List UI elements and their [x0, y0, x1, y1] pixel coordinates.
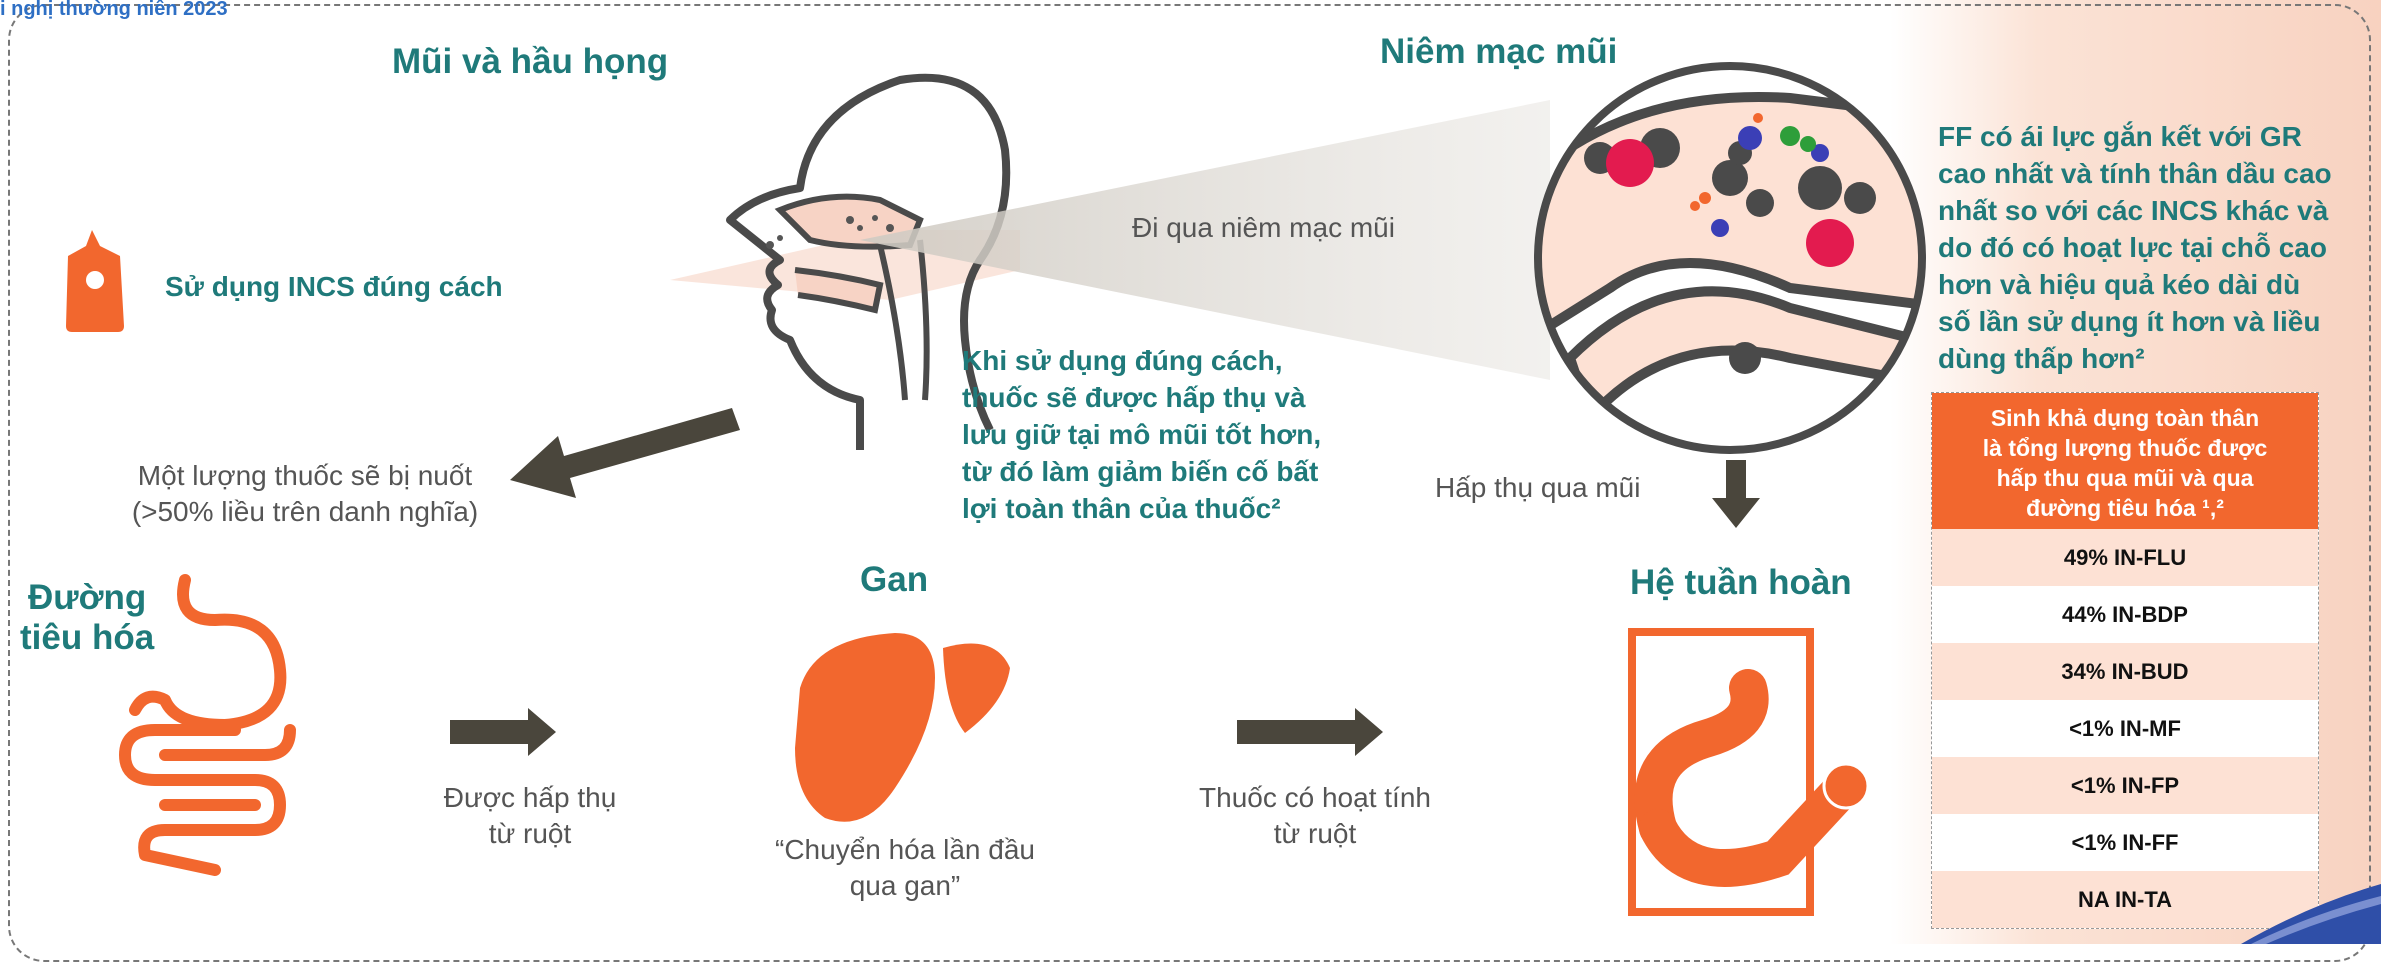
ff-line: hơn và hiệu quả kéo dài dù — [1938, 266, 2332, 303]
nasal-absorb-arrow — [1712, 460, 1762, 530]
table-header-line: đường tiêu hóa ¹,² — [1940, 493, 2310, 523]
proper-use-line: lợi toàn thân của thuốc² — [962, 490, 1321, 527]
label-active-drug-line2: từ ruột — [1180, 816, 1450, 852]
table-row: 44% IN-BDP — [1932, 586, 2318, 643]
proper-use-line: từ đó làm giảm biến cố bất — [962, 453, 1321, 490]
ff-affinity-text: FF có ái lực gắn kết với GR cao nhất và … — [1938, 118, 2332, 377]
table-row: <1% IN-MF — [1932, 700, 2318, 757]
table-header-line: Sinh khả dụng toàn thân — [1940, 403, 2310, 433]
ff-line: dùng thấp hơn² — [1938, 340, 2332, 377]
label-gut-absorb: Được hấp thụ từ ruột — [420, 780, 640, 852]
bioavailability-table: Sinh khả dụng toàn thân là tổng lượng th… — [1931, 392, 2319, 929]
blood-vessel-icon — [1628, 628, 1888, 918]
ff-line: nhất so với các INCS khác và — [1938, 192, 2332, 229]
label-through-mucosa: Đi qua niêm mạc mũi — [1132, 210, 1395, 246]
swallow-arrow — [510, 400, 750, 520]
title-nose-throat: Mũi và hầu họng — [392, 42, 668, 82]
label-gut-absorb-line2: từ ruột — [420, 816, 640, 852]
table-row: 34% IN-BUD — [1932, 643, 2318, 700]
table-header-line: là tổng lượng thuốc được — [1940, 433, 2310, 463]
label-first-pass-line1: “Chuyển hóa lần đầu — [740, 832, 1070, 868]
gut-absorb-arrow — [450, 708, 560, 758]
ff-line: FF có ái lực gắn kết với GR — [1938, 118, 2332, 155]
header-note: i nghị thường niên 2023 — [0, 0, 228, 21]
proper-use-line: Khi sử dụng đúng cách, — [962, 342, 1321, 379]
table-body: 49% IN-FLU 44% IN-BDP 34% IN-BUD <1% IN-… — [1932, 529, 2318, 928]
table-header: Sinh khả dụng toàn thân là tổng lượng th… — [1932, 393, 2318, 529]
table-header-line: hấp thu qua mũi và qua — [1940, 463, 2310, 493]
label-nasal-absorb: Hấp thụ qua mũi — [1435, 470, 1640, 506]
label-active-drug: Thuốc có hoạt tính từ ruột — [1180, 780, 1450, 852]
liver-icon — [785, 628, 1025, 828]
label-use-incs: Sử dụng INCS đúng cách — [165, 268, 503, 305]
title-liver: Gan — [860, 560, 928, 600]
table-row: <1% IN-FF — [1932, 814, 2318, 871]
proper-use-line: thuốc sẽ được hấp thụ và — [962, 379, 1321, 416]
active-drug-arrow — [1237, 708, 1387, 758]
label-active-drug-line1: Thuốc có hoạt tính — [1180, 780, 1450, 816]
label-swallowed: Một lượng thuốc sẽ bị nuốt (>50% liều tr… — [110, 458, 500, 530]
table-row: <1% IN-FP — [1932, 757, 2318, 814]
ff-line: cao nhất và tính thân dầu cao — [1938, 155, 2332, 192]
title-circulation: Hệ tuần hoàn — [1630, 563, 1852, 603]
label-swallowed-line2: (>50% liều trên danh nghĩa) — [110, 494, 500, 530]
proper-use-line: lưu giữ tại mô mũi tốt hơn, — [962, 416, 1321, 453]
label-swallowed-line1: Một lượng thuốc sẽ bị nuốt — [110, 458, 500, 494]
label-first-pass-line2: qua gan” — [740, 868, 1070, 904]
label-first-pass: “Chuyển hóa lần đầu qua gan” — [740, 832, 1070, 904]
stomach-intestine-icon — [105, 580, 325, 880]
ff-line: do đó có hoạt lực tại chỗ cao — [1938, 229, 2332, 266]
nasal-spray-icon — [62, 228, 132, 338]
nasal-mucosa-magnifier-icon — [1530, 58, 1930, 458]
label-gut-absorb-line1: Được hấp thụ — [420, 780, 640, 816]
table-row: 49% IN-FLU — [1932, 529, 2318, 586]
corner-accent — [2241, 884, 2381, 944]
proper-use-text: Khi sử dụng đúng cách, thuốc sẽ được hấp… — [962, 342, 1321, 527]
ff-line: số lần sử dụng ít hơn và liều — [1938, 303, 2332, 340]
